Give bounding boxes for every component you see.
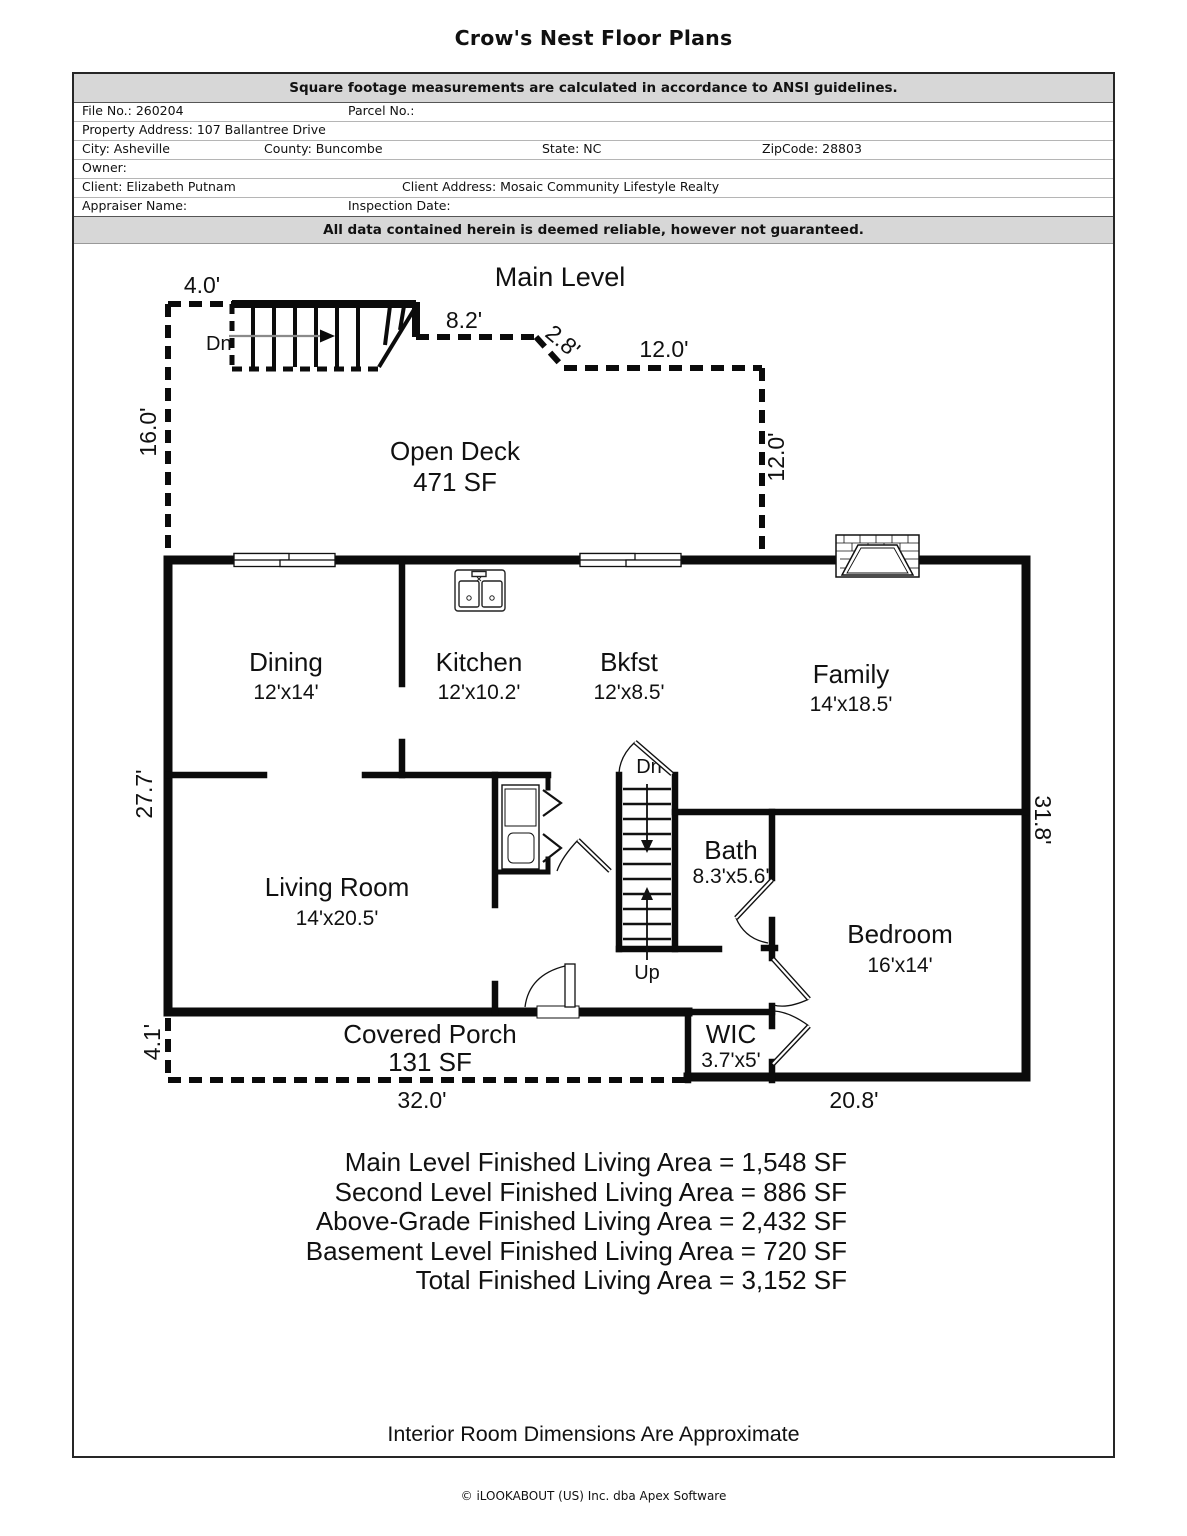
room-size-bath: 8.3'x5.6' <box>693 865 770 888</box>
table-row: Property Address: 107 Ballantree Drive <box>74 121 1113 141</box>
room-label-bath: Bath <box>704 835 758 865</box>
field-inspection-date: Inspection Date: <box>348 198 451 213</box>
field-parcel-no: Parcel No.: <box>348 103 415 118</box>
dim-deck-seg3: 12.0' <box>639 336 688 362</box>
table-row: Appraiser Name: Inspection Date: <box>74 197 1113 217</box>
summary-line: Second Level Finished Living Area = 886 … <box>334 1176 847 1207</box>
interior-stairs: Dn Up <box>623 756 671 984</box>
front-door-icon <box>524 963 580 1019</box>
porch-area-label: 131 SF <box>388 1047 472 1077</box>
dim-porch-left: 4.1' <box>139 1024 165 1060</box>
room-size-dining: 12'x14' <box>253 681 318 704</box>
field-file-no: File No.: 260204 <box>82 103 184 118</box>
field-client-address: Client Address: Mosaic Community Lifesty… <box>402 179 720 194</box>
copyright-footer: © iLOOKABOUT (US) Inc. dba Apex Software <box>460 1489 727 1503</box>
room-size-family: 14'x18.5' <box>810 693 893 716</box>
summary-line: Total Finished Living Area = 3,152 SF <box>415 1265 847 1295</box>
door-icon <box>556 838 612 873</box>
room-size-bkfst: 12'x8.5' <box>593 681 664 704</box>
table-row: Client: Elizabeth Putnam Client Address:… <box>74 178 1113 198</box>
stairs-up-arrow-icon <box>641 887 653 900</box>
window-icon <box>233 552 336 568</box>
field-client: Client: Elizabeth Putnam <box>82 179 236 194</box>
summary-line: Main Level Finished Living Area = 1,548 … <box>344 1147 847 1177</box>
dimensions-disclaimer: Interior Room Dimensions Are Approximate <box>387 1422 800 1446</box>
plan-level-title: Main Level <box>495 262 626 292</box>
deck-stairs: Dn <box>206 300 420 372</box>
fireplace-icon <box>835 534 920 578</box>
field-zipcode: ZipCode: 28803 <box>762 141 862 156</box>
field-property-address: Property Address: 107 Ballantree Drive <box>82 122 326 137</box>
reliability-banner: All data contained herein is deemed reli… <box>74 216 1113 244</box>
field-state: State: NC <box>542 141 602 156</box>
doors <box>524 740 811 1066</box>
door-icon <box>771 1010 811 1066</box>
field-city: City: Asheville <box>82 141 170 156</box>
room-label-family: Family <box>813 659 890 689</box>
stairs-down-arrow-icon <box>641 840 653 853</box>
table-row: File No.: 260204 Parcel No.: <box>74 102 1113 122</box>
field-owner: Owner: <box>82 160 127 175</box>
room-label-wic: WIC <box>706 1019 757 1049</box>
porch-label: Covered Porch <box>343 1019 516 1049</box>
sink-icon <box>454 569 506 612</box>
dim-main-right: 31.8' <box>1030 795 1056 844</box>
door-icon <box>771 957 811 1007</box>
dim-deck-seg2: 2.8' <box>541 319 586 362</box>
dim-deck-seg1: 8.2' <box>446 307 482 333</box>
pantry-appliance-icon <box>501 784 540 870</box>
floor-plan-drawing: Dn <box>131 262 1056 1113</box>
ansi-banner: Square footage measurements are calculat… <box>74 74 1113 103</box>
dim-deck-left: 16.0' <box>135 407 161 456</box>
field-appraiser: Appraiser Name: <box>82 198 188 213</box>
room-size-bedroom: 16'x14' <box>867 954 932 977</box>
page-title: Crow's Nest Floor Plans <box>454 26 733 50</box>
document-frame: Square footage measurements are calculat… <box>72 72 1115 1458</box>
room-label-bkfst: Bkfst <box>600 647 659 677</box>
room-label-dining: Dining <box>249 647 323 677</box>
summary-line: Above-Grade Finished Living Area = 2,432… <box>315 1206 847 1236</box>
dim-main-left: 27.7' <box>131 769 157 818</box>
dim-deck-right: 12.0' <box>763 432 789 481</box>
bifold-door-icon <box>542 789 563 863</box>
deck-outline <box>165 301 765 558</box>
stair-direction-arrow-icon <box>320 329 335 343</box>
field-county: County: Buncombe <box>264 141 383 156</box>
room-size-wic: 3.7'x5' <box>701 1049 760 1072</box>
deck-area-label: 471 SF <box>413 467 497 497</box>
living-area-summary: Main Level Finished Living Area = 1,548 … <box>305 1147 847 1296</box>
deck-label: Open Deck <box>390 436 521 466</box>
window-icon <box>579 552 682 568</box>
dim-bottom-right: 20.8' <box>829 1087 878 1113</box>
dim-bottom-left: 32.0' <box>397 1087 446 1113</box>
room-label-kitchen: Kitchen <box>436 647 523 677</box>
table-row: City: Asheville County: Buncombe State: … <box>74 140 1113 160</box>
dim-deck-width: 4.0' <box>184 272 220 298</box>
room-label-bedroom: Bedroom <box>847 919 953 949</box>
door-icon <box>618 740 674 776</box>
deck-stairs-down-label: Dn <box>206 333 232 355</box>
room-size-kitchen: 12'x10.2' <box>438 681 521 704</box>
door-icon <box>734 878 774 944</box>
porch-outline <box>165 1018 688 1083</box>
room-label-living: Living Room <box>265 872 410 902</box>
stairs-up-label: Up <box>634 962 660 984</box>
exterior-walls <box>163 555 1031 1082</box>
table-row: Owner: <box>74 159 1113 179</box>
room-size-living: 14'x20.5' <box>296 907 379 930</box>
interior-walls <box>164 556 1030 1084</box>
summary-line: Basement Level Finished Living Area = 72… <box>305 1235 847 1266</box>
